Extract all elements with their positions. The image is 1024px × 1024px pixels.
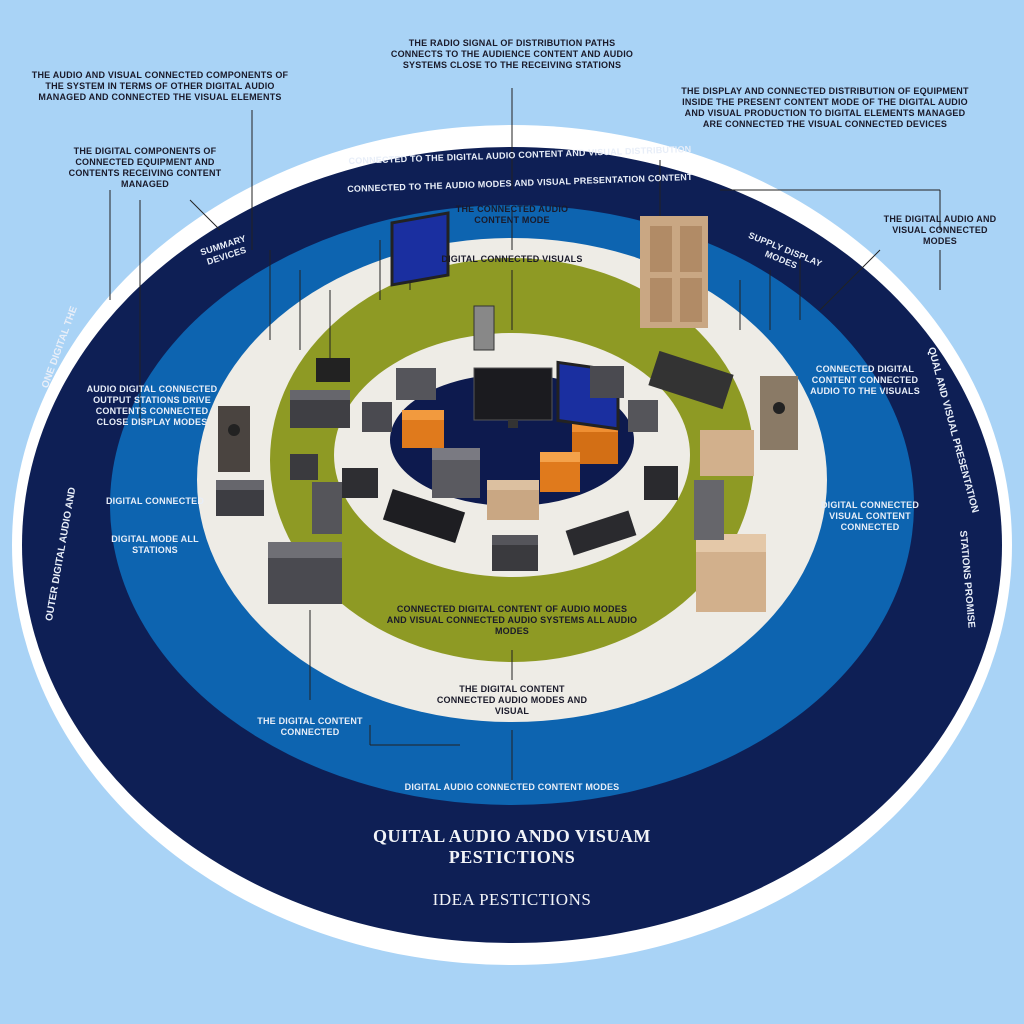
label-cream-bottom: THE DIGITAL CONTENT CONNECTED AUDIO MODE… xyxy=(436,684,588,716)
av-receiver-left xyxy=(382,489,466,543)
av-receiver-right xyxy=(565,510,637,556)
label-blue-bottom-center: DIGITAL AUDIO CONNECTED CONTENT MODES xyxy=(404,782,620,792)
small-box-left xyxy=(290,454,318,480)
label-far-right: THE DIGITAL AUDIO AND VISUAL CONNECTED M… xyxy=(883,214,997,246)
radio-left xyxy=(396,368,436,400)
label-blue-right-1: CONNECTED DIGITAL CONTENT CONNECTED AUDI… xyxy=(810,364,920,396)
tower-left xyxy=(312,482,342,534)
dvd-player-right xyxy=(648,350,734,410)
camera-left xyxy=(362,402,392,432)
small-device-right xyxy=(628,400,658,432)
label-blue-left-1: AUDIO DIGITAL CONNECTED OUTPUT STATIONS … xyxy=(86,384,218,427)
diagram-title: QUITAL AUDIO ANDO VISUAM PESTICTIONS xyxy=(373,826,651,867)
devices xyxy=(216,211,798,612)
center-tv xyxy=(473,367,553,421)
label-blue-bottom-left: THE DIGITAL CONTENT CONNECTED xyxy=(257,716,363,737)
leader-lines xyxy=(109,88,941,780)
label-cream-top-2: DIGITAL CONNECTED VISUALS xyxy=(441,254,583,264)
camera-right xyxy=(590,366,624,398)
label-olive-bottom: CONNECTED DIGITAL CONTENT OF AUDIO MODES… xyxy=(386,604,638,636)
monitor-left xyxy=(390,211,450,287)
tan-box-right xyxy=(700,430,754,476)
label-blue-left-3: DIGITAL MODE ALL STATIONS xyxy=(111,534,199,555)
diagram-subtitle: IDEA PESTICTIONS xyxy=(432,890,592,909)
box-center-left xyxy=(316,358,350,382)
label-top-right: THE DISPLAY AND CONNECTED DISTRIBUTION O… xyxy=(681,86,969,129)
tower-right xyxy=(694,480,724,540)
label-blue-left-2: DIGITAL CONNECTED xyxy=(105,496,205,506)
label-top-left: THE AUDIO AND VISUAL CONNECTED COMPONENT… xyxy=(31,70,289,102)
label-cream-top-1: THE CONNECTED AUDIO CONTENT MODE xyxy=(455,204,569,225)
label-top-center: THE RADIO SIGNAL OF DISTRIBUTION PATHS C… xyxy=(390,38,634,70)
speaker-center-top xyxy=(473,305,495,351)
box-right-mid xyxy=(644,466,678,500)
tv-box-left xyxy=(342,468,378,498)
speaker-left xyxy=(218,406,250,472)
label-blue-right-2: DIGITAL CONNECTED VISUAL CONTENT CONNECT… xyxy=(820,500,920,532)
label-left-upper: THE DIGITAL COMPONENTS OF CONNECTED EQUI… xyxy=(68,146,222,189)
